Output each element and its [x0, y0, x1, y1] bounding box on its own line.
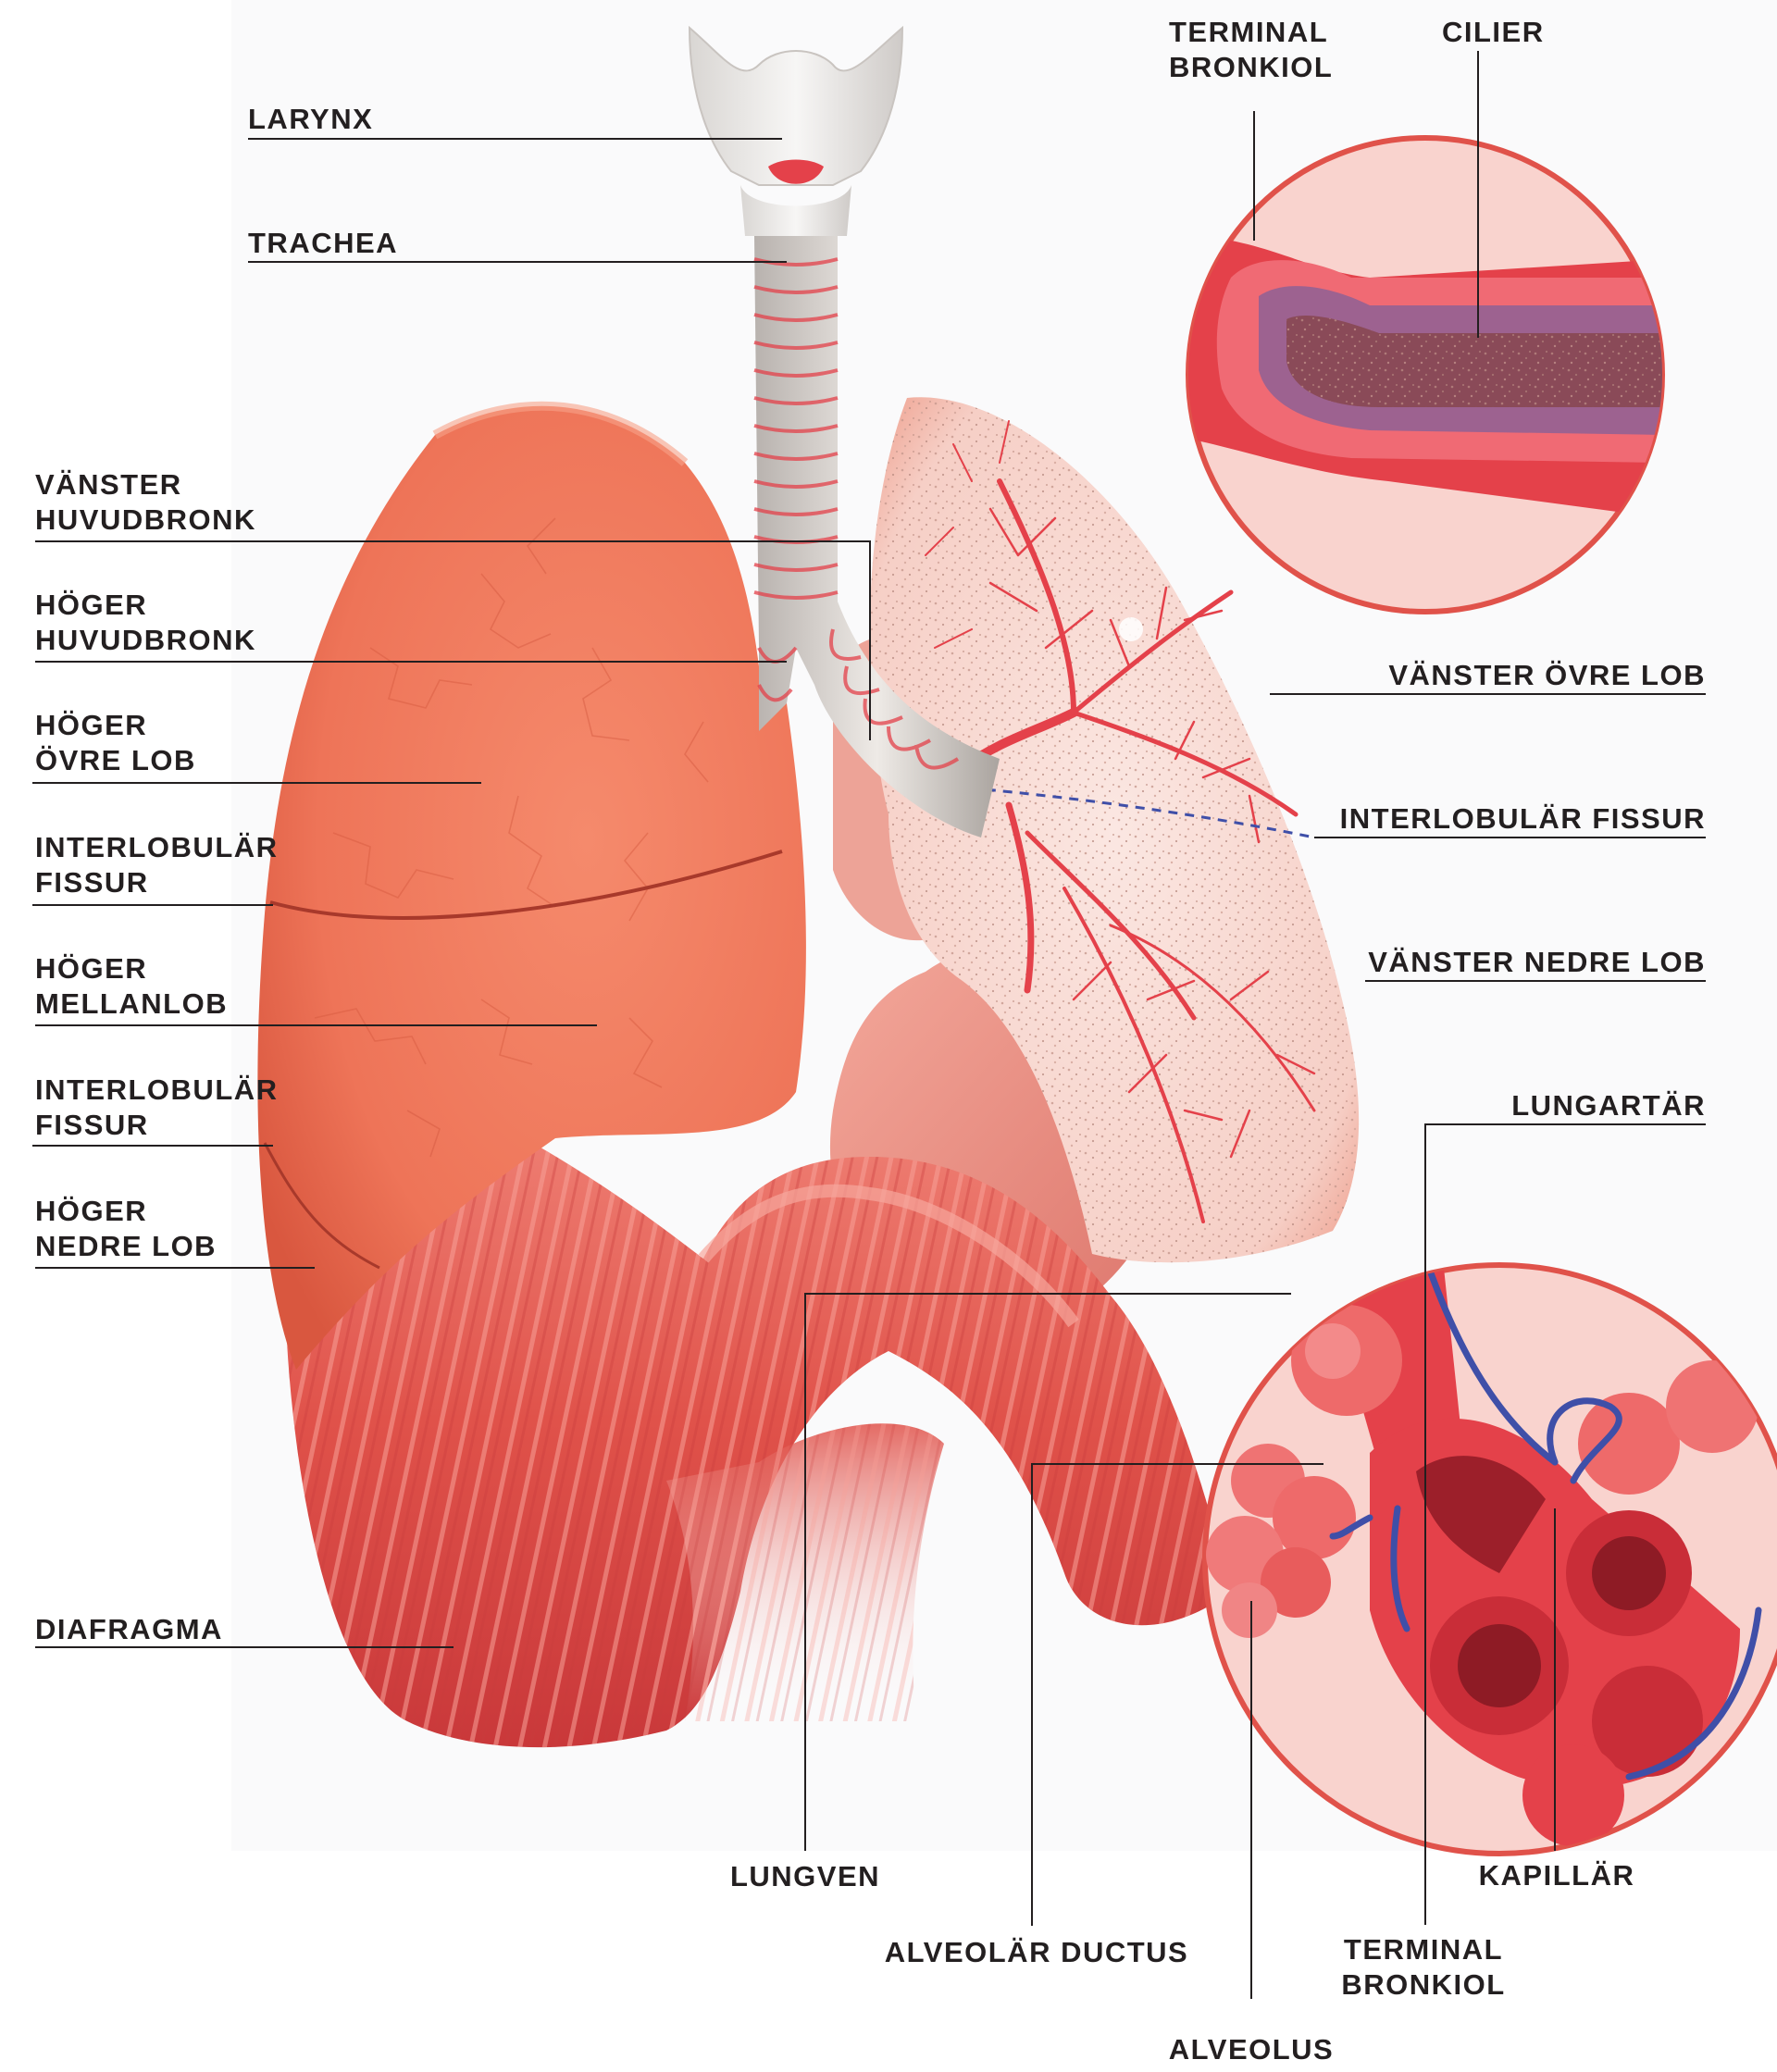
- label-larynx: LARYNX: [248, 102, 373, 137]
- label-lungven: LUNGVEN: [730, 1859, 880, 1894]
- label-alveolus: ALVEOLUS: [1169, 2032, 1335, 2067]
- label-interlobular-fissur-right: INTERLOBULÄR FISSUR: [1340, 801, 1706, 837]
- label-interlobular-fissur-upper: INTERLOBULÄR FISSUR: [35, 830, 279, 900]
- label-kapillar: KAPILLÄR: [1479, 1858, 1635, 1893]
- label-diafragma: DIAFRAGMA: [35, 1612, 223, 1647]
- label-vanster-huvudbronk: VÄNSTER HUVUDBRONK: [35, 467, 256, 538]
- label-interlobular-fissur-lower: INTERLOBULÄR FISSUR: [35, 1073, 279, 1143]
- label-terminal-bronkiol-bottom: TERMINAL BRONKIOL: [1341, 1932, 1505, 2003]
- label-alveolar-ductus: ALVEOLÄR DUCTUS: [885, 1935, 1188, 1970]
- label-hoger-huvudbronk: HÖGER HUVUDBRONK: [35, 588, 256, 658]
- label-hoger-nedre-lob: HÖGER NEDRE LOB: [35, 1194, 217, 1264]
- label-terminal-bronkiol-top: TERMINAL BRONKIOL: [1169, 15, 1333, 85]
- label-trachea: TRACHEA: [248, 226, 398, 261]
- label-cilier: CILIER: [1442, 15, 1545, 50]
- label-vanster-ovre-lob: VÄNSTER ÖVRE LOB: [1388, 658, 1706, 693]
- label-vanster-nedre-lob: VÄNSTER NEDRE LOB: [1368, 945, 1706, 980]
- label-lungartar: LUNGARTÄR: [1511, 1088, 1706, 1123]
- label-hoger-mellanlob: HÖGER MELLANLOB: [35, 951, 228, 1022]
- label-hoger-ovre-lob: HÖGER ÖVRE LOB: [35, 708, 196, 778]
